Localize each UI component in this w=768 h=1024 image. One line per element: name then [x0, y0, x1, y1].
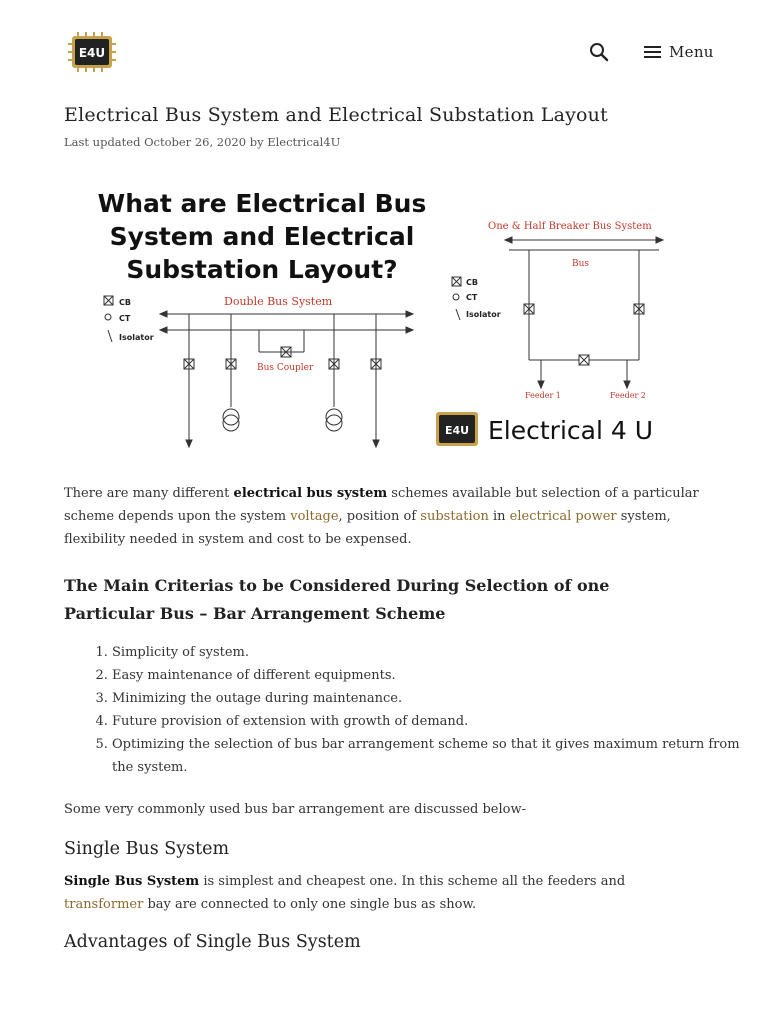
search-icon[interactable] [589, 42, 609, 62]
logo-text: E4U [79, 46, 105, 60]
page-title: Electrical Bus System and Electrical Sub… [64, 104, 608, 126]
criteria-heading: The Main Criterias to be Considered Duri… [64, 576, 610, 623]
hero-headline-line-2: System and Electrical [110, 222, 415, 251]
legend-isolator-2: Isolator [466, 310, 501, 319]
list-item: Optimizing the selection of bus bar arra… [112, 733, 762, 779]
bold-electrical-bus-system: electrical bus system [233, 486, 388, 501]
feeder-1-label: Feeder 1 [525, 391, 561, 400]
list-item: Simplicity of system. [112, 641, 762, 664]
bold-single-bus: Single Bus System [64, 874, 200, 889]
list-item: Future provision of extension with growt… [112, 710, 762, 733]
criteria-list: Simplicity of system. Easy maintenance o… [64, 641, 762, 779]
link-electrical-power[interactable]: electrical power [509, 509, 617, 524]
one-half-title: One & Half Breaker Bus System [488, 221, 652, 232]
legend-ct-2: CT [466, 293, 478, 302]
site-header: E4U Menu [0, 0, 768, 100]
hero-image: What are Electrical Bus System and Elect… [98, 189, 665, 449]
one-half-breaker-diagram [451, 236, 665, 390]
single-bus-paragraph: Single Bus System is simplest and cheape… [64, 874, 626, 912]
link-voltage[interactable]: voltage [290, 509, 339, 524]
link-transformer[interactable]: transformer [64, 897, 144, 912]
post-meta: Last updated October 26, 2020 by Electri… [64, 135, 341, 149]
legend-ct: CT [119, 314, 131, 323]
hero-brand-logo: E4U [436, 412, 478, 446]
feeder-2-label: Feeder 2 [610, 391, 646, 400]
intro-paragraph: There are many different electrical bus … [64, 486, 699, 547]
hero-logo-text: E4U [445, 424, 469, 437]
double-bus-label: Double Bus System [224, 295, 333, 308]
menu-label: Menu [669, 43, 714, 61]
discussed-paragraph: Some very commonly used bus bar arrangem… [64, 802, 526, 817]
hero-headline-line-3: Substation Layout? [126, 255, 397, 284]
double-bus-diagram [103, 295, 415, 449]
legend-cb: CB [119, 298, 131, 307]
single-bus-heading: Single Bus System [64, 839, 230, 859]
legend-cb-2: CB [466, 278, 478, 287]
advantages-heading: Advantages of Single Bus System [64, 932, 361, 952]
menu-button[interactable]: Menu [644, 40, 714, 64]
list-item: Easy maintenance of different equipments… [112, 664, 762, 687]
hamburger-icon [644, 46, 661, 58]
list-item: Minimizing the outage during maintenance… [112, 687, 762, 710]
bus-coupler-label: Bus Coupler [257, 363, 314, 373]
link-substation[interactable]: substation [420, 509, 489, 524]
hero-brand-text: Electrical 4 U [488, 416, 653, 445]
site-logo[interactable]: E4U [68, 32, 116, 72]
bus-label: Bus [572, 259, 589, 269]
hero-headline-line-1: What are Electrical Bus [98, 189, 427, 218]
legend-isolator: Isolator [119, 333, 154, 342]
